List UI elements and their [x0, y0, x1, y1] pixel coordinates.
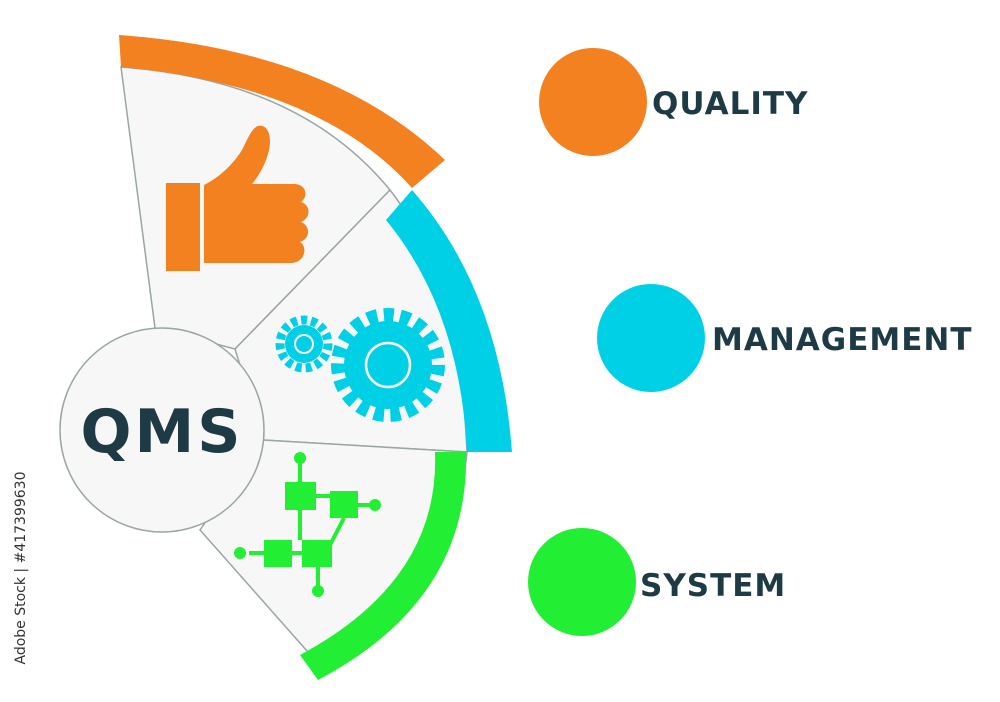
flowchart-nodes	[234, 452, 381, 597]
segment-system-arc	[300, 452, 467, 680]
segment-system	[199, 439, 468, 680]
center-circle: QMS	[59, 327, 265, 533]
center-label: QMS	[81, 397, 244, 467]
gears-icon	[275, 308, 445, 422]
legend-dot-system	[528, 528, 636, 636]
thumbs-up-icon	[166, 125, 309, 271]
legend-label-quality: QUALITY	[652, 86, 809, 122]
segment-management	[234, 188, 512, 453]
legend-dot-quality	[539, 48, 647, 156]
segment-management-arc	[386, 190, 512, 452]
stock-id-text: Adobe Stock | #417399630	[13, 471, 29, 665]
legend-dot-management	[597, 284, 705, 392]
legend-label-management: MANAGEMENT	[712, 322, 973, 358]
segment-quality-arc	[119, 35, 445, 188]
legend-label-system: SYSTEM	[640, 568, 787, 604]
stock-id-watermark: Adobe Stock | #417399630	[6, 460, 36, 690]
segment-quality	[119, 35, 445, 350]
